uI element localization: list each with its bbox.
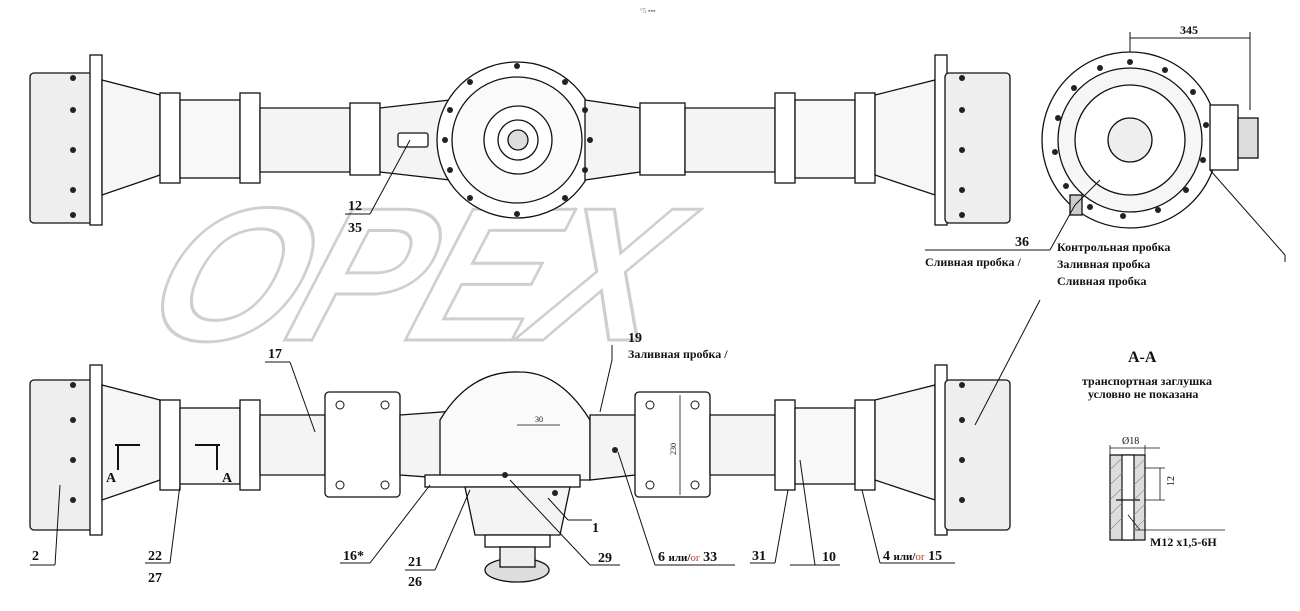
axle-front-view: [29, 364, 1011, 583]
callout-21: 21: [408, 555, 422, 570]
callout-31: 31: [752, 549, 766, 564]
side-leaders: [925, 169, 1286, 262]
section-marks: [115, 444, 220, 470]
side-view-bolts: [1052, 59, 1209, 219]
section-aa-drawing: [1109, 445, 1225, 541]
axle-side-view: [1041, 51, 1259, 229]
watermark-opex: OPEX: [126, 169, 714, 380]
dim-345-label: 345: [1180, 23, 1198, 37]
callout-27: 27: [148, 571, 162, 586]
front-dims: [517, 395, 681, 495]
callout-16: 16*: [343, 549, 364, 564]
callout-4-15: 4 или/or 15: [883, 549, 942, 564]
callout-6-33: 6 или/or 33: [658, 550, 717, 565]
label-fill-plug-front: Заливная пробка /: [628, 347, 728, 361]
dim-30: 30: [535, 415, 543, 424]
label-fill-plug: Заливная пробка: [1057, 257, 1150, 271]
section-aa-thread: M12 x1,5-6H: [1150, 535, 1217, 549]
callout-12: 12: [348, 199, 362, 214]
leader-12: [345, 139, 411, 215]
section-aa-note-1: транспортная заглушка: [1082, 374, 1212, 388]
section-aa-dim-12: 12: [1166, 476, 1177, 486]
label-drain-plug-slash: Сливная пробка /: [925, 255, 1022, 269]
label-control-plug: Контрольная пробка: [1057, 240, 1170, 254]
section-a-right: A: [222, 471, 233, 486]
callout-22: 22: [148, 549, 162, 564]
callout-1: 1: [592, 521, 599, 536]
callout-10: 10: [822, 550, 836, 565]
top-caption: °5 ▪▪▪: [640, 7, 656, 15]
callout-35: 35: [348, 221, 362, 236]
top-view-bolts: [70, 63, 965, 218]
callout-2: 2: [32, 549, 39, 564]
section-aa-title: A-A: [1128, 349, 1157, 366]
callout-29: 29: [598, 551, 612, 566]
callout-26: 26: [408, 575, 422, 590]
section-aa-dia: Ø18: [1122, 436, 1139, 447]
axle-top-view: [29, 54, 1011, 226]
callout-19: 19: [628, 331, 642, 346]
dim-345: [1129, 32, 1251, 110]
section-a-left: A: [106, 471, 117, 486]
callout-17: 17: [268, 347, 282, 362]
front-view-bolts: [70, 382, 965, 503]
section-aa-hatch: [1109, 457, 1146, 531]
callout-36: 36: [1015, 235, 1029, 250]
front-leaders: [30, 299, 1041, 571]
label-drain-plug: Сливная пробка: [1057, 274, 1147, 288]
dim-230: 230: [669, 443, 678, 455]
section-aa-note-2: условно не показана: [1088, 387, 1198, 401]
